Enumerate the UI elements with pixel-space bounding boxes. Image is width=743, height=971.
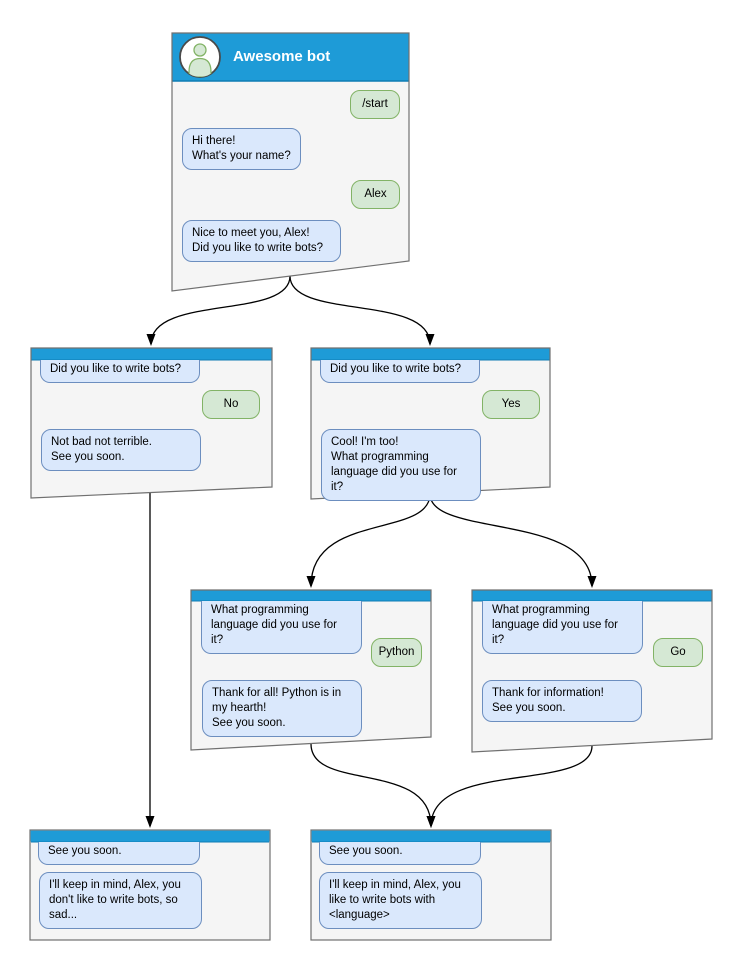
bot-message-bubble: Thank for information! See you soon. [482,680,642,722]
user-message-bubble: Python [371,638,422,667]
main-window-title: Awesome bot [233,48,331,65]
bot-message-bubble: What programming language did you use fo… [482,601,643,654]
user-message-bubble: Yes [482,390,540,419]
avatar [179,36,221,78]
connector-go-to-end [426,745,593,828]
bot-message-bubble: I'll keep in mind, Alex, you don't like … [39,872,202,929]
bot-message-bubble: Not bad not terrible. See you soon. [41,429,201,471]
bot-message-bubble: See you soon. [38,842,200,865]
bot-message-bubble: Cool! I'm too! What programming language… [321,429,481,501]
connector-python-to-end [310,743,436,828]
connector-yes-to-python [306,493,431,588]
person-icon [188,43,212,77]
bot-message-bubble: Did you like to write bots? [40,360,200,383]
bot-message-bubble: What programming language did you use fo… [201,601,362,654]
bot-message-bubble: Did you like to write bots? [320,360,480,383]
user-message-bubble: No [202,390,260,419]
bot-message-bubble: I'll keep in mind, Alex, you like to wri… [319,872,482,929]
connector-main-to-no [146,275,291,346]
user-message-bubble: Go [653,638,703,667]
bot-message-bubble: Thank for all! Python is in my hearth! S… [202,680,362,737]
connector-yes-to-go [429,493,597,588]
connector-main-to-yes [289,275,435,346]
bot-message-bubble: See you soon. [319,842,481,865]
user-message-bubble: /start [350,90,400,119]
bot-message-bubble: Hi there! What's your name? [182,128,301,170]
bot-message-bubble: Nice to meet you, Alex! Did you like to … [182,220,341,262]
user-message-bubble: Alex [351,180,400,209]
